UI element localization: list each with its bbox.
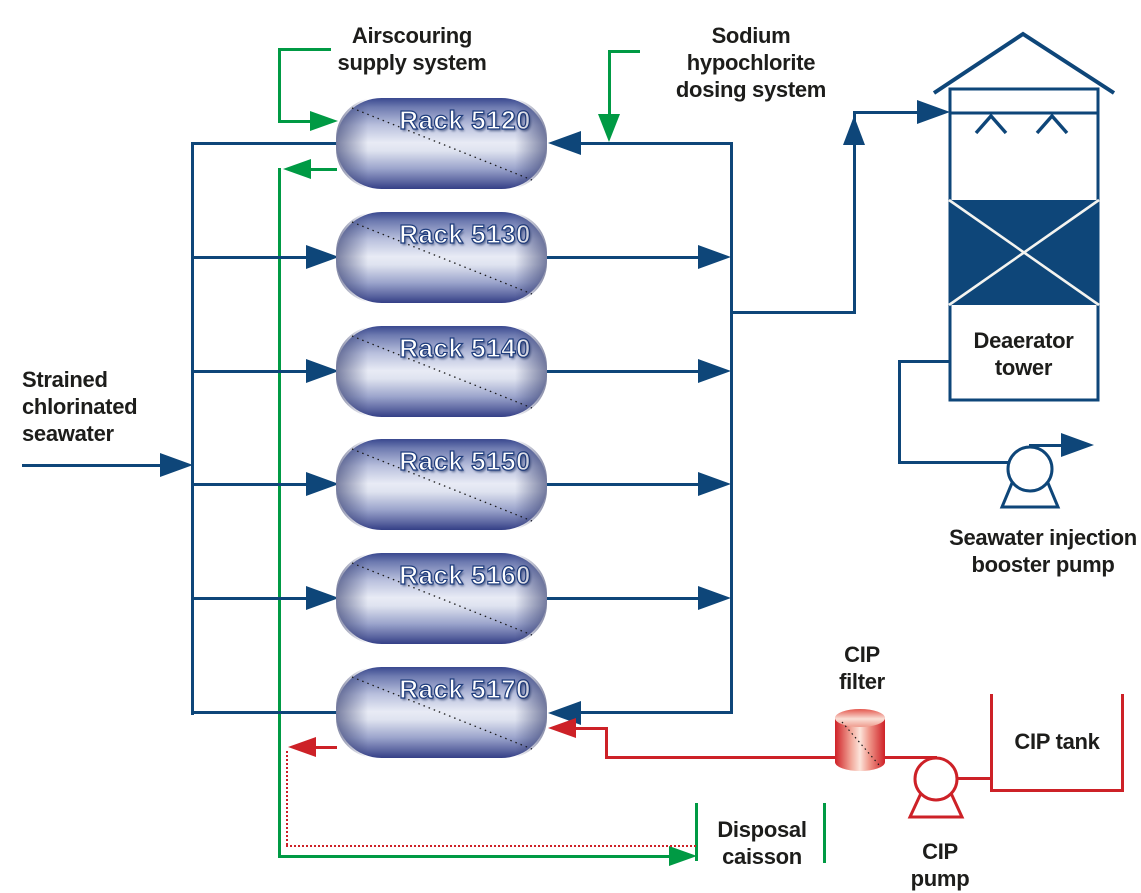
- label-cip-pump: CIP pump: [910, 839, 970, 891]
- filtrate-manifold: [730, 142, 733, 714]
- feed-line-rack-5120: [191, 142, 337, 145]
- product-line-to-tower: [853, 111, 920, 114]
- booster-suction-line: [898, 461, 1010, 464]
- rack-5170-vessel: Rack 5170: [336, 667, 547, 758]
- cip-tank-wall-right: [1121, 694, 1124, 792]
- rack-label: Rack 5170: [399, 673, 531, 704]
- cip-filter-vessel: [835, 709, 885, 771]
- rack-label: Rack 5120: [399, 104, 531, 135]
- cip-tank-bottom: [990, 789, 1124, 792]
- label-cip-filter: CIP filter: [839, 642, 885, 694]
- outlet-arrow-rack-5150: [698, 472, 731, 496]
- airscour-return-arrow: [283, 159, 311, 179]
- cip-return-dotted-drain: [286, 845, 696, 847]
- cip-tank-wall-left: [990, 694, 993, 792]
- airscour-supply-line-top: [278, 48, 331, 51]
- pump-casing: [913, 756, 959, 802]
- cip-return-arrow: [288, 737, 316, 757]
- label-sodium-hypochlorite-dosing-system: Sodium hypochlorite dosing system: [675, 23, 827, 102]
- tower-outlet-line-top: [898, 360, 950, 363]
- rack-label: Rack 5160: [399, 559, 531, 590]
- booster-discharge-line: [1029, 444, 1063, 447]
- dosing-line-top: [608, 50, 640, 53]
- deaerator-tower: [932, 31, 1116, 402]
- feed-line-rack-5140: [191, 370, 308, 373]
- tower-spray-nozzle-left: [974, 113, 1008, 135]
- rack-5120-vessel: Rack 5120: [336, 98, 547, 189]
- cip-return-line: [314, 746, 337, 749]
- backwash-line-rack-5120: [578, 142, 733, 145]
- rack-label: Rack 5140: [399, 332, 531, 363]
- feed-arrow-rack-5140: [306, 359, 339, 383]
- feed-line-rack-5170: [191, 711, 337, 714]
- inlet-arrow: [160, 453, 193, 477]
- rack-5160-vessel: Rack 5160: [336, 553, 547, 644]
- airscour-supply-arrow: [310, 111, 338, 131]
- label-cip-tank: CIP tank: [1014, 729, 1100, 754]
- outlet-arrow-rack-5140: [698, 359, 731, 383]
- outlet-line-rack-5150: [547, 483, 700, 486]
- feed-arrow-rack-5160: [306, 586, 339, 610]
- dosing-arrow: [598, 114, 620, 142]
- label-strained-chlorinated-seawater: Strained chlorinated seawater: [22, 367, 138, 446]
- product-riser-arrow: [843, 116, 865, 145]
- feed-line-rack-5150: [191, 483, 308, 486]
- disposal-drain-line: [278, 855, 671, 858]
- airscour-supply-line-in: [278, 120, 312, 123]
- pump-casing: [1006, 445, 1054, 493]
- tower-outlet-drop: [898, 360, 901, 464]
- airscour-return-downcomer: [278, 168, 281, 858]
- cip-supply-riser: [605, 727, 608, 759]
- booster-pump-symbol: [999, 445, 1061, 509]
- product-riser: [853, 111, 856, 313]
- label-airscouring-supply-system: Airscouring supply system: [337, 23, 487, 75]
- outlet-arrow-rack-5130: [698, 245, 731, 269]
- dosing-line-drop: [608, 50, 611, 114]
- outlet-arrow-rack-5160: [698, 586, 731, 610]
- feed-manifold: [191, 142, 194, 715]
- cip-supply-arrow: [548, 718, 576, 738]
- tower-spray-nozzle-right: [1035, 113, 1069, 135]
- outlet-line-rack-5130: [547, 256, 700, 259]
- cip-pump-symbol: [907, 756, 965, 819]
- feed-arrow-rack-5130: [306, 245, 339, 269]
- cip-return-dotted-drop: [286, 751, 288, 845]
- outlet-line-rack-5140: [547, 370, 700, 373]
- disposal-drain-arrow: [669, 846, 697, 866]
- feed-arrow-rack-5150: [306, 472, 339, 496]
- rack-label: Rack 5130: [399, 218, 531, 249]
- rack-5140-vessel: Rack 5140: [336, 326, 547, 417]
- tower-roof: [932, 31, 1116, 95]
- rack-5150-vessel: Rack 5150: [336, 439, 547, 530]
- label-seawater-injection-booster-pump: Seawater injection booster pump: [949, 525, 1137, 577]
- product-line-branch: [730, 311, 856, 314]
- label-disposal-caisson: Disposal caisson: [717, 817, 807, 869]
- backwash-line-rack-5170: [578, 711, 733, 714]
- airscour-return-line: [309, 168, 337, 171]
- cip-supply-line-in: [574, 727, 608, 730]
- label-deaerator-tower: Deaerator tower: [973, 328, 1074, 380]
- rack-label: Rack 5150: [399, 445, 531, 476]
- cip-main-line: [605, 756, 937, 759]
- caisson-tick-left: [695, 803, 698, 861]
- caisson-tick-right: [823, 803, 826, 863]
- tower-inlet-arrow: [917, 100, 950, 124]
- outlet-line-rack-5160: [547, 597, 700, 600]
- airscour-supply-line-drop: [278, 48, 281, 123]
- booster-discharge-arrow: [1061, 433, 1094, 457]
- inlet-line: [22, 464, 162, 467]
- cip-pump-suction-line: [955, 777, 993, 780]
- feed-line-rack-5160: [191, 597, 308, 600]
- backwash-arrow-rack-5120: [548, 131, 581, 155]
- rack-5130-vessel: Rack 5130: [336, 212, 547, 303]
- feed-line-rack-5130: [191, 256, 308, 259]
